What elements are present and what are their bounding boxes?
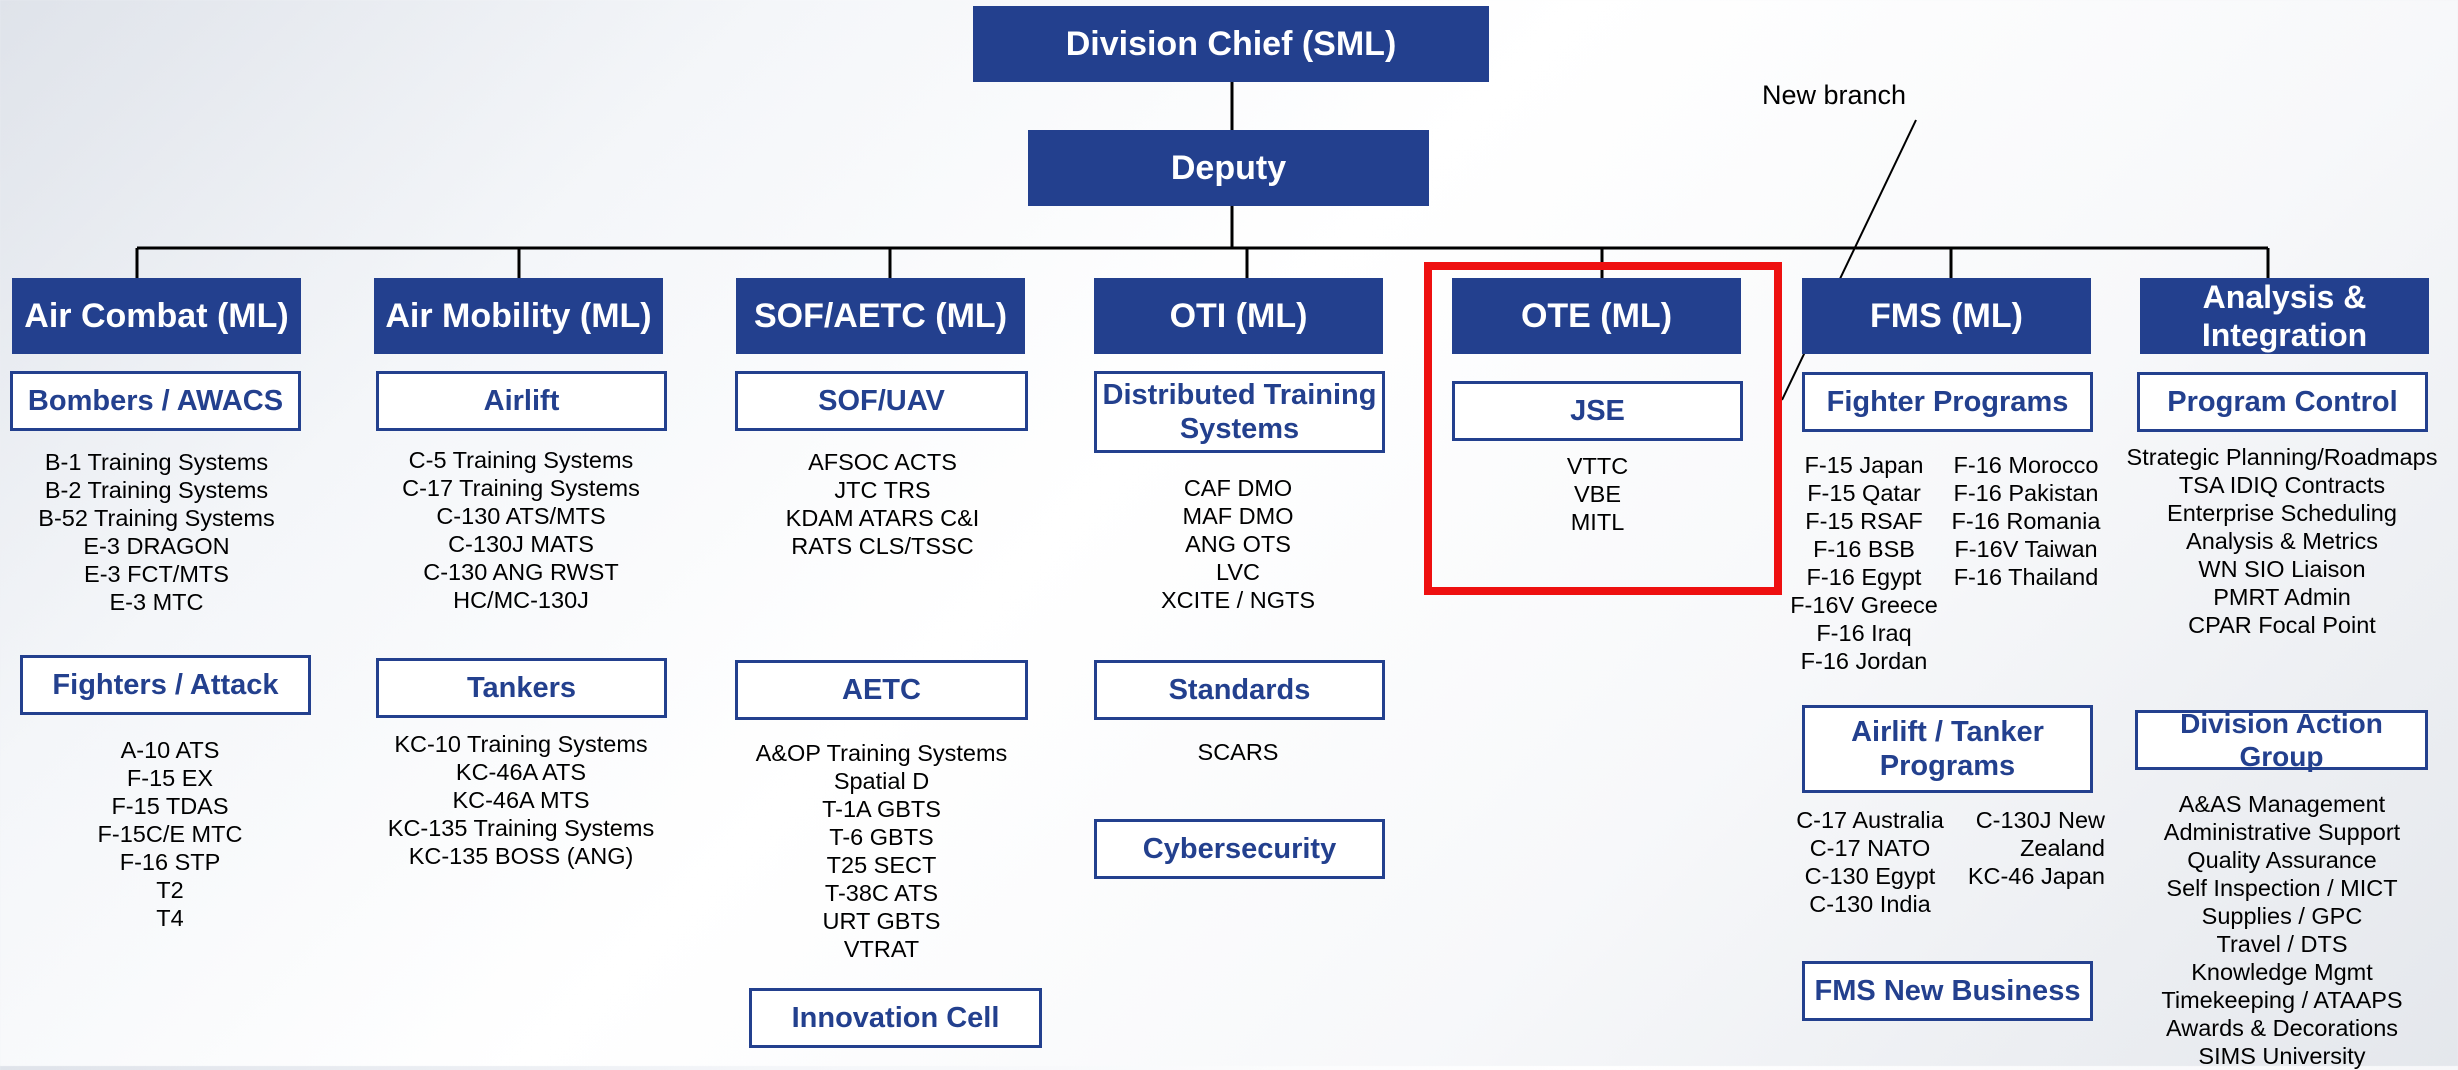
program-control-box: Program Control <box>2137 372 2428 432</box>
fighter-programs-list-left: F-15 Japan F-15 Qatar F-15 RSAF F-16 BSB… <box>1790 452 1938 674</box>
aetc-list: A&OP Training Systems Spatial D T-1A GBT… <box>755 740 1008 962</box>
standards-list: SCARS <box>1197 739 1279 765</box>
tankers-box: Tankers <box>376 658 667 718</box>
new-branch-callout: New branch <box>1762 80 1907 110</box>
distributed-training-box: Distributed Training Systems <box>1094 371 1385 453</box>
sof-uav-box: SOF/UAV <box>735 371 1028 431</box>
sof-aetc-header: SOF/AETC (ML) <box>736 278 1025 354</box>
jse-list: VTTC VBE MITL <box>1566 453 1629 535</box>
fighter-programs-box: Fighter Programs <box>1802 372 2093 432</box>
cybersecurity-box: Cybersecurity <box>1094 819 1385 879</box>
fighter-programs-list-right: F-16 Morocco F-16 Pakistan F-16 Romania … <box>1951 452 2101 590</box>
airlift-box: Airlift <box>376 371 667 431</box>
fighters-attack-list: A-10 ATS F-15 EX F-15 TDAS F-15C/E MTC F… <box>97 737 243 931</box>
aetc-box: AETC <box>735 660 1028 720</box>
jse-box: JSE <box>1452 381 1743 441</box>
standards-box: Standards <box>1094 660 1385 720</box>
new-branch-highlight <box>1424 262 1782 595</box>
distributed-training-list: CAF DMO MAF DMO ANG OTS LVC XCITE / NGTS <box>1160 475 1316 613</box>
division-chief-box: Division Chief (SML) <box>973 6 1489 82</box>
airlift-tanker-list-right: C-130J New Zealand KC-46 Japan <box>1967 807 2105 889</box>
fms-new-business-box: FMS New Business <box>1802 961 2093 1021</box>
ote-header: OTE (ML) <box>1452 278 1741 354</box>
analysis-integration-header: Analysis & Integration <box>2140 278 2429 354</box>
innovation-cell-box: Innovation Cell <box>749 988 1042 1048</box>
bombers-awacs-box: Bombers / AWACS <box>10 371 301 431</box>
airlift-tanker-programs-box: Airlift / Tanker Programs <box>1802 705 2093 793</box>
callout-pointer-line <box>1781 119 1917 401</box>
airlift-list: C-5 Training Systems C-17 Training Syste… <box>402 447 640 613</box>
tankers-list: KC-10 Training Systems KC-46A ATS KC-46A… <box>387 731 655 869</box>
division-action-group-box: Division Action Group <box>2135 708 2428 772</box>
fms-header: FMS (ML) <box>1802 278 2091 354</box>
oti-header: OTI (ML) <box>1094 278 1383 354</box>
airlift-tanker-list-left: C-17 Australia C-17 NATO C-130 Egypt C-1… <box>1796 807 1944 917</box>
air-mobility-header: Air Mobility (ML) <box>374 278 663 354</box>
fighters-attack-box: Fighters / Attack <box>20 655 311 715</box>
division-action-group-list: A&AS Management Administrative Support Q… <box>2161 791 2403 1069</box>
sof-uav-list: AFSOC ACTS JTC TRS KDAM ATARS C&I RATS C… <box>785 449 980 559</box>
air-combat-header: Air Combat (ML) <box>12 278 301 354</box>
deputy-box: Deputy <box>1028 130 1429 206</box>
program-control-list: Strategic Planning/Roadmaps TSA IDIQ Con… <box>2126 444 2438 638</box>
bombers-awacs-list: B-1 Training Systems B-2 Training System… <box>38 449 275 615</box>
